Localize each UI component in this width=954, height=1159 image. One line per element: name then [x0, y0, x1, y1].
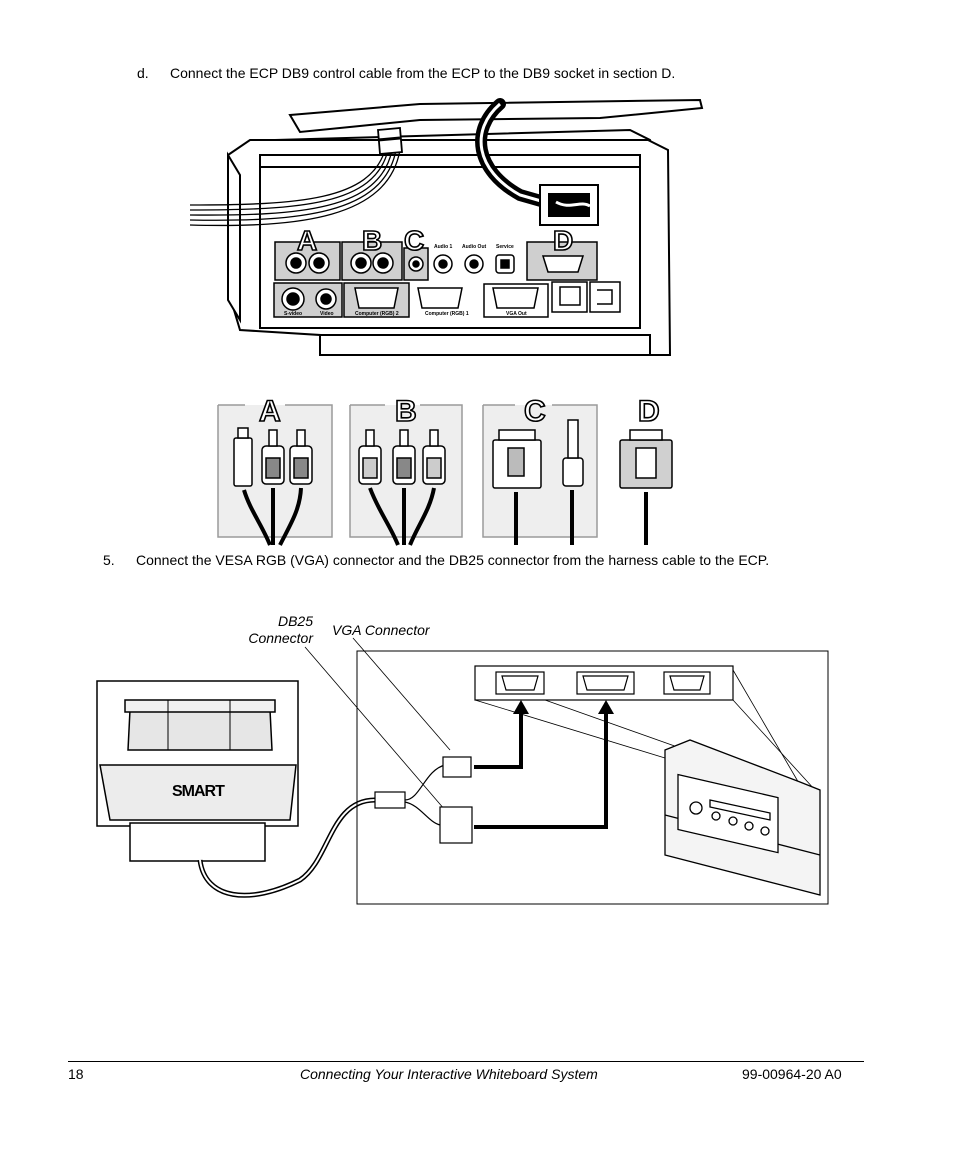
port-label: Computer (RGB) 2: [355, 311, 399, 317]
doc-id: 99-00964-20 A0: [742, 1066, 842, 1082]
harness-connectors: [374, 756, 473, 844]
projector-unit: [96, 680, 299, 862]
step-d: d. Connect the ECP DB9 control cable fro…: [137, 65, 777, 83]
step-marker: 5.: [103, 552, 115, 568]
vga-callout: VGA Connector: [332, 622, 430, 638]
cable-letter-b: B: [395, 395, 417, 428]
section-letter-a: A: [297, 225, 317, 256]
cable-letter-a: A: [259, 395, 281, 428]
cable-sections-strip: A B C D: [217, 394, 673, 546]
upper-port-row: [274, 241, 598, 281]
section-letter-b: B: [362, 225, 382, 256]
port-label: VGA Out: [506, 311, 527, 317]
ecp-unit: [664, 739, 821, 896]
step-text: Connect the ECP DB9 control cable from t…: [170, 65, 676, 81]
page-number: 18: [68, 1066, 84, 1082]
detail-box: [356, 650, 829, 905]
db25-callout: DB25 Connector: [248, 613, 313, 646]
port-label: Service: [496, 244, 514, 250]
footer-title: Connecting Your Interactive Whiteboard S…: [300, 1066, 598, 1082]
cable-bundle: [189, 127, 403, 227]
smart-logo: SMART: [172, 783, 225, 800]
cable-letter-d: D: [638, 395, 660, 428]
section-letter-c: C: [404, 225, 424, 256]
footer-rule: [68, 1061, 864, 1062]
lower-port-row: [273, 281, 621, 318]
step-marker: d.: [137, 65, 149, 81]
port-label: Video: [320, 311, 334, 317]
section-letter-d: D: [553, 225, 573, 256]
port-label: Computer (RGB) 1: [425, 311, 469, 317]
port-label: S-video: [284, 311, 302, 317]
port-label: Audio Out: [462, 244, 486, 250]
port-label: Audio 1: [434, 244, 453, 250]
ecp-port-strip: [474, 665, 734, 701]
step-5: 5. Connect the VESA RGB (VGA) connector …: [103, 552, 863, 570]
cable-letter-c: C: [524, 395, 546, 428]
step-text: Connect the VESA RGB (VGA) connector and…: [136, 552, 770, 568]
